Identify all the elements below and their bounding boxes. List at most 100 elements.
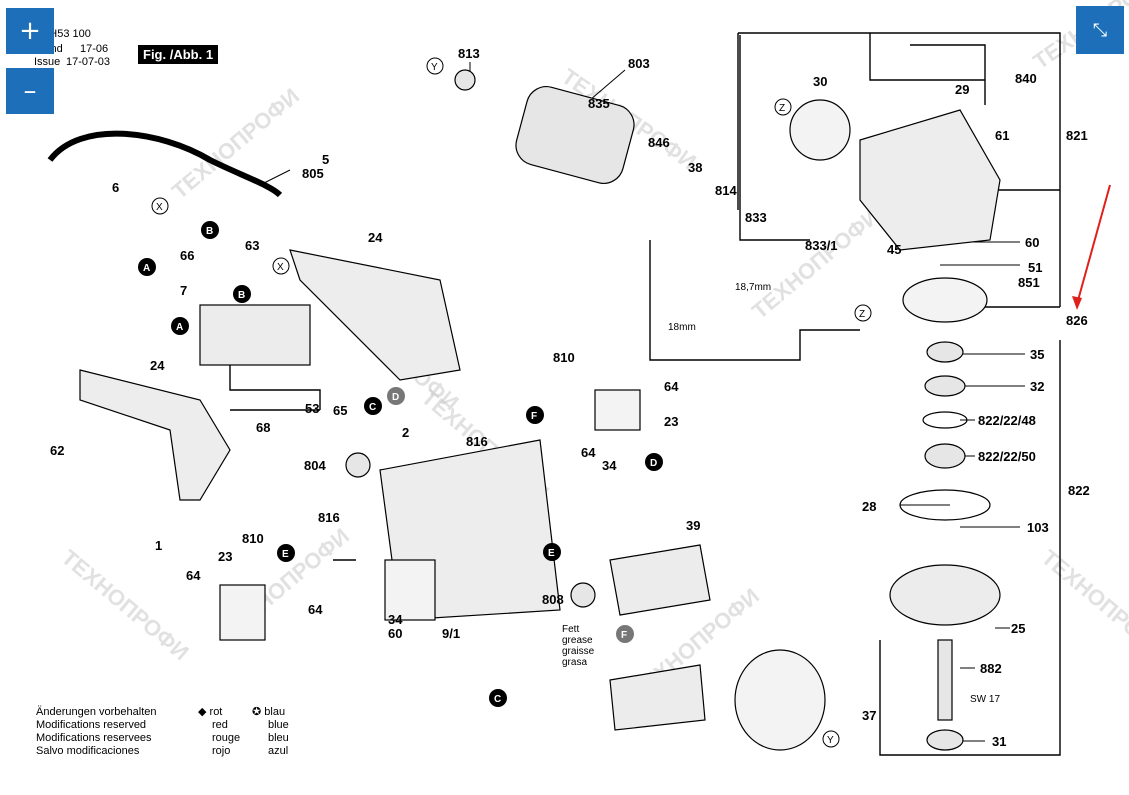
label-37: 31 <box>992 734 1006 749</box>
label-35: 35 <box>1030 347 1044 362</box>
label-103: 804 <box>304 458 326 473</box>
grease-en: grease <box>562 635 593 646</box>
svg-text:A: A <box>176 322 183 333</box>
cable-5-shape <box>47 130 283 198</box>
handle-24-top-shape <box>289 249 461 381</box>
label-9-bottom: 34 <box>388 612 403 627</box>
label-60-top: 60 <box>1025 235 1039 250</box>
label-23-left: 23 <box>218 549 232 564</box>
bracket-lines <box>229 32 1061 756</box>
gear-30-shape <box>789 99 851 161</box>
grease-es: grasa <box>562 657 587 668</box>
svg-text:B: B <box>238 290 245 301</box>
filled-letters <box>138 221 663 707</box>
svg-text:Z: Z <box>859 309 865 320</box>
footer-blue-legend: ✪ blau blue bleu azul <box>252 706 289 757</box>
note-es: Salvo modificaciones <box>36 745 140 757</box>
label-62: 1 <box>155 538 162 553</box>
part-103-shape <box>345 452 371 478</box>
label-835: 835 <box>588 96 610 111</box>
dim-18mm: 18mm <box>668 322 696 333</box>
label-840: 840 <box>1015 71 1037 86</box>
label-822-22-48: 822/22/48 <box>978 413 1036 428</box>
label-882: 37 <box>862 708 876 723</box>
label-846: 846 <box>648 135 670 150</box>
watermark-2: ТЕХНОПРОФИ <box>167 83 304 204</box>
watermark-7: ТЕХНОПРОФИ <box>1037 545 1129 666</box>
issue-label: Issue <box>34 56 61 68</box>
note-fr: Modifications reservees <box>36 732 152 744</box>
component-shapes <box>47 69 1001 751</box>
label-64-left: 64 <box>186 568 201 583</box>
label-822-22-50: 822/22/50 <box>978 449 1036 464</box>
handle-24-side-shape <box>79 369 231 501</box>
label-808: 9/1 <box>442 626 460 641</box>
label-65: 62 <box>50 443 64 458</box>
label-816-top: 816 <box>466 434 488 449</box>
fullscreen-button[interactable]: ⤡ <box>1076 6 1124 54</box>
label-833-1: 833/1 <box>805 238 838 253</box>
label-833: 833 <box>745 210 767 225</box>
zoom-in-button[interactable]: + <box>6 8 54 54</box>
label-64-mid: 64 <box>581 445 596 460</box>
label-53: 65 <box>333 403 347 418</box>
label-24-top: 24 <box>368 230 383 245</box>
note-en: Modifications reserved <box>36 719 147 731</box>
label-2: 39 <box>686 518 700 533</box>
dimension-labels: 18,7mm 18mm SW 17 Fett grease graisse gr… <box>562 282 1000 705</box>
plate-9-shape <box>384 559 436 621</box>
dim-sw17: SW 17 <box>970 694 1000 705</box>
label-39: 808 <box>542 592 564 607</box>
label-68: 53 <box>305 401 319 416</box>
label-810-bottom: 810 <box>242 531 264 546</box>
field-2-shape <box>609 544 711 616</box>
label-813: 813 <box>458 46 480 61</box>
circle-y-bottom: Y <box>822 730 840 748</box>
diamond-icon: ◆ <box>198 706 207 718</box>
armature-shape <box>515 86 635 184</box>
label-61: 61 <box>995 128 1009 143</box>
footer-notes: Änderungen vorbehalten Modifications res… <box>36 706 156 758</box>
label-63: 63 <box>245 238 259 253</box>
svg-text:X: X <box>156 202 163 213</box>
dim-18-7mm: 18,7mm <box>735 282 771 293</box>
note-de: Änderungen vorbehalten <box>36 706 157 718</box>
flange-shape <box>889 564 1001 626</box>
grease-de: Fett <box>562 624 579 635</box>
label-32: 32 <box>1030 379 1044 394</box>
label-804: 68 <box>256 420 270 435</box>
svg-text:Y: Y <box>431 62 438 73</box>
label-23-top: 23 <box>664 414 678 429</box>
svg-text:D: D <box>650 458 657 469</box>
label-51: 51 <box>1028 260 1042 275</box>
spindle-25-shape <box>937 639 953 721</box>
label-805: 805 <box>302 166 324 181</box>
svg-text:B: B <box>206 226 213 237</box>
collapse-icon: ⤡ <box>1092 19 1108 41</box>
circle-x-mid: X <box>272 257 290 275</box>
bearing-822-50-shape <box>924 443 966 469</box>
label-29: 29 <box>955 82 969 97</box>
filled-letter-text: B A B A C D F D E E F C <box>143 226 657 705</box>
svg-text:D: D <box>392 392 399 403</box>
svg-text:C: C <box>369 402 376 413</box>
label-38: 38 <box>688 160 702 175</box>
zoom-out-button[interactable]: – <box>6 68 54 114</box>
plate-23-top-shape <box>594 389 641 431</box>
label-822: 822 <box>1068 483 1090 498</box>
circle-z-mid: Z <box>854 304 872 322</box>
label-810-top: 810 <box>553 350 575 365</box>
svg-text:E: E <box>282 549 289 560</box>
circle-x-top: X <box>151 197 169 215</box>
grease-fr: graisse <box>562 646 595 657</box>
switch-shape <box>199 304 311 366</box>
watermark-8: ТЕХНОПРОФИ <box>57 545 194 666</box>
nut-37-shape <box>926 729 964 751</box>
part-35-shape <box>926 341 964 363</box>
svg-text:A: A <box>143 263 150 274</box>
label-9-top: 34 <box>602 458 617 473</box>
label-1: 2 <box>402 425 409 440</box>
ring-822-48-shape <box>922 411 968 429</box>
